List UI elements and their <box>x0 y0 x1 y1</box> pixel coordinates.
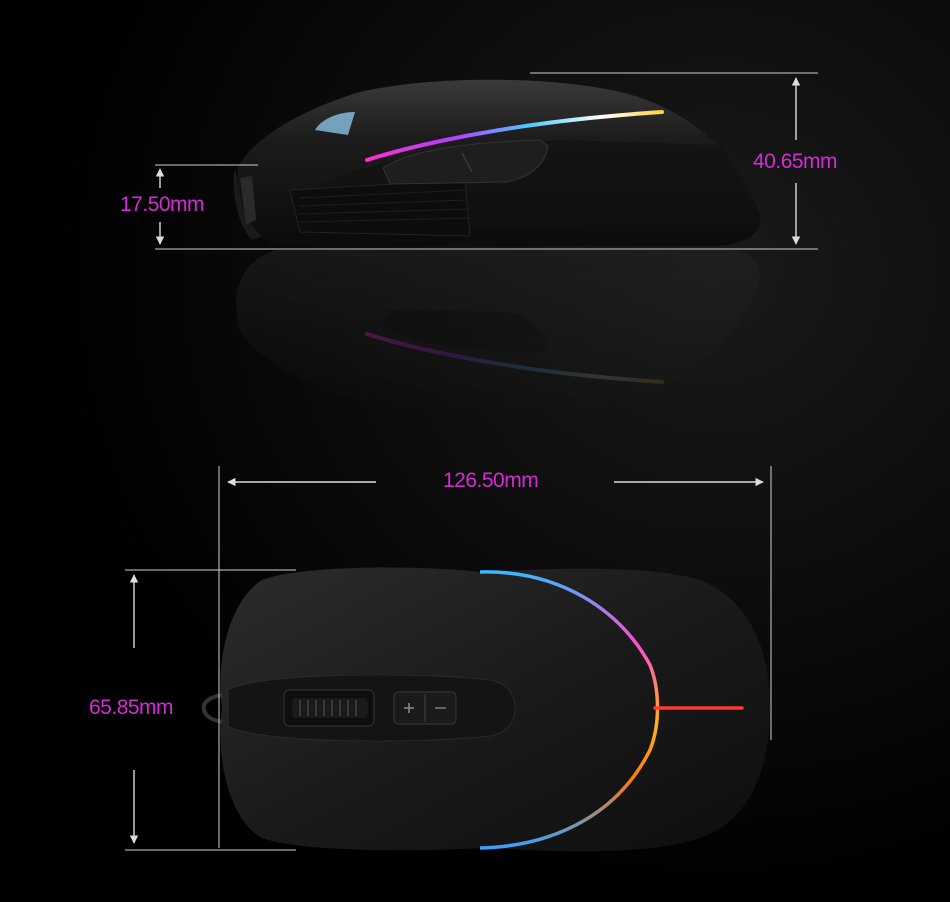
side-dimension-guides <box>155 72 818 250</box>
scroll-wheel <box>288 692 372 724</box>
cable <box>201 693 223 724</box>
dpi-buttons <box>393 691 457 725</box>
plus-icon <box>404 703 414 713</box>
label-side-total-height: 40.65mm <box>753 150 838 173</box>
label-top-length: 126.50mm <box>443 469 539 492</box>
side-height-arrows <box>155 77 801 245</box>
top-length-arrows <box>129 477 764 844</box>
side-grip-texture <box>299 189 470 223</box>
side-button-back <box>382 139 549 185</box>
scroll-wheel-glow <box>315 112 355 135</box>
mouse-side-reflection <box>236 248 761 415</box>
top-dimension-guides <box>125 466 772 851</box>
side-rgb-strip <box>365 110 664 162</box>
mouse-top-view <box>201 567 770 852</box>
mouse-side-view <box>233 79 761 246</box>
label-top-width: 65.85mm <box>89 696 174 719</box>
label-side-front-height: 17.50mm <box>120 193 205 216</box>
